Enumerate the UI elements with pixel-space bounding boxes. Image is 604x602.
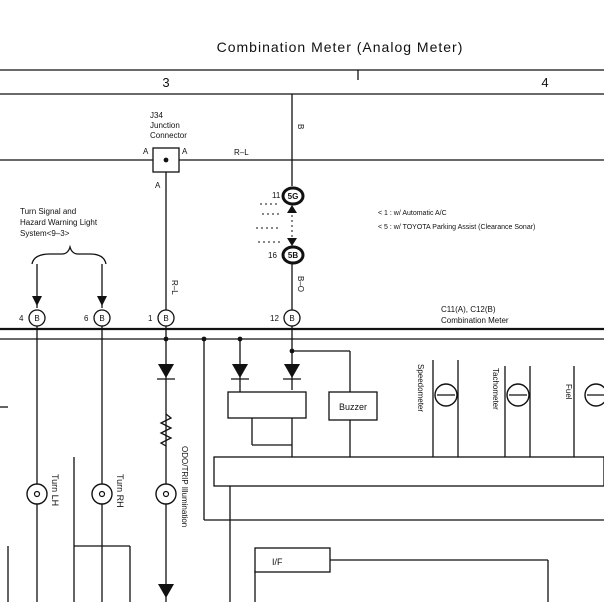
diode-bottom — [158, 584, 174, 598]
diode-left — [232, 364, 248, 378]
turn-rh-label: Turn RH — [115, 474, 125, 508]
meter-ref-line1: C11(A), C12(B) — [441, 305, 496, 314]
connector-5b-label: 5B — [288, 251, 298, 260]
turn-signal-brace — [31, 244, 107, 265]
turn-signal-ref-line3: System<9–3> — [20, 229, 70, 238]
tachometer-label: Tachometer — [491, 368, 500, 410]
gauge-fuel: Fuel — [564, 383, 604, 407]
pin-12-number: 12 — [270, 314, 279, 323]
turn-signal-reference: Turn Signal and Hazard Warning Light Sys… — [20, 207, 107, 265]
meter-control-box — [213, 456, 604, 487]
note-5: < 5 : w/ TOYOTA Parking Assist (Clearanc… — [378, 224, 535, 231]
connector-5g: 5G 11 — [272, 186, 305, 206]
diode-right — [284, 364, 300, 378]
bulb-turn-rh: Turn RH — [91, 474, 125, 508]
internal-wiring — [0, 326, 604, 602]
connector-5b-shape — [281, 245, 305, 265]
buzzer-label: Buzzer — [339, 402, 367, 412]
if-box — [254, 547, 331, 573]
fuel-label: Fuel — [564, 384, 573, 400]
j34-node — [163, 157, 169, 163]
bulb-turn-lh: Turn LH — [26, 474, 60, 506]
turn-signal-ref-line1: Turn Signal and — [20, 207, 76, 216]
pin-6-letter: B — [99, 314, 104, 323]
connector-5g-label: 5G — [288, 192, 299, 201]
junction-connector-j34: J34 Junction Connector A A A — [143, 111, 188, 190]
gauge-speedometer: Speedometer — [416, 364, 458, 412]
j34-pin-a-below: A — [155, 181, 161, 190]
wire-label-r-l-vertical: R–L — [170, 280, 179, 295]
connector-5g-shape — [281, 186, 305, 206]
connector-5b-pin: 16 — [268, 251, 277, 260]
optional-dashed-wiring — [256, 203, 297, 246]
j34-line1: J34 — [150, 111, 163, 120]
j34-pin-a-right: A — [182, 147, 188, 156]
section-header: 3 4 — [0, 69, 604, 95]
odo-illumination-label: ODO/TRIP Illumination — [180, 446, 189, 527]
pin-1-number: 1 — [148, 314, 153, 323]
pin-1-letter: B — [163, 314, 168, 323]
pin-12-letter: B — [289, 314, 294, 323]
buzzer-box — [328, 391, 378, 421]
if-label: I/F — [272, 557, 283, 567]
section-4-label: 4 — [541, 75, 548, 90]
diode-odo — [158, 364, 174, 378]
j34-line2: Junction — [150, 121, 180, 130]
meter-pins: B 4 B 6 B 1 B 12 — [19, 309, 301, 327]
gauge-tachometer: Tachometer — [491, 368, 530, 410]
connector-5g-pin: 11 — [272, 191, 281, 200]
meter-ref-line2: Combination Meter — [441, 316, 509, 325]
section-3-label: 3 — [162, 75, 169, 90]
wire-label-b: B — [296, 124, 305, 129]
j34-pin-a-left: A — [143, 147, 149, 156]
diagram-title: Combination Meter (Analog Meter) — [217, 39, 464, 55]
arrow-turn-lh-in — [32, 296, 42, 306]
control-module-box — [227, 391, 307, 419]
arrow-turn-rh-in — [97, 296, 107, 306]
connector-5b: 5B 16 — [268, 245, 305, 265]
turn-signal-ref-line2: Hazard Warning Light — [20, 218, 98, 227]
pin-4-number: 4 — [19, 314, 24, 323]
j34-line3: Connector — [150, 131, 187, 140]
note-1: < 1 : w/ Automatic A/C — [378, 210, 447, 217]
pin-4-letter: B — [34, 314, 39, 323]
resistor-odo — [159, 413, 173, 447]
wire-label-r-l-horizontal: R–L — [234, 148, 249, 157]
wire-label-b-o: B–O — [296, 276, 305, 292]
turn-lh-label: Turn LH — [50, 474, 60, 506]
bulb-odo-illumination: ODO/TRIP Illumination — [155, 446, 189, 527]
pin-6-number: 6 — [84, 314, 89, 323]
speedometer-label: Speedometer — [416, 364, 425, 412]
